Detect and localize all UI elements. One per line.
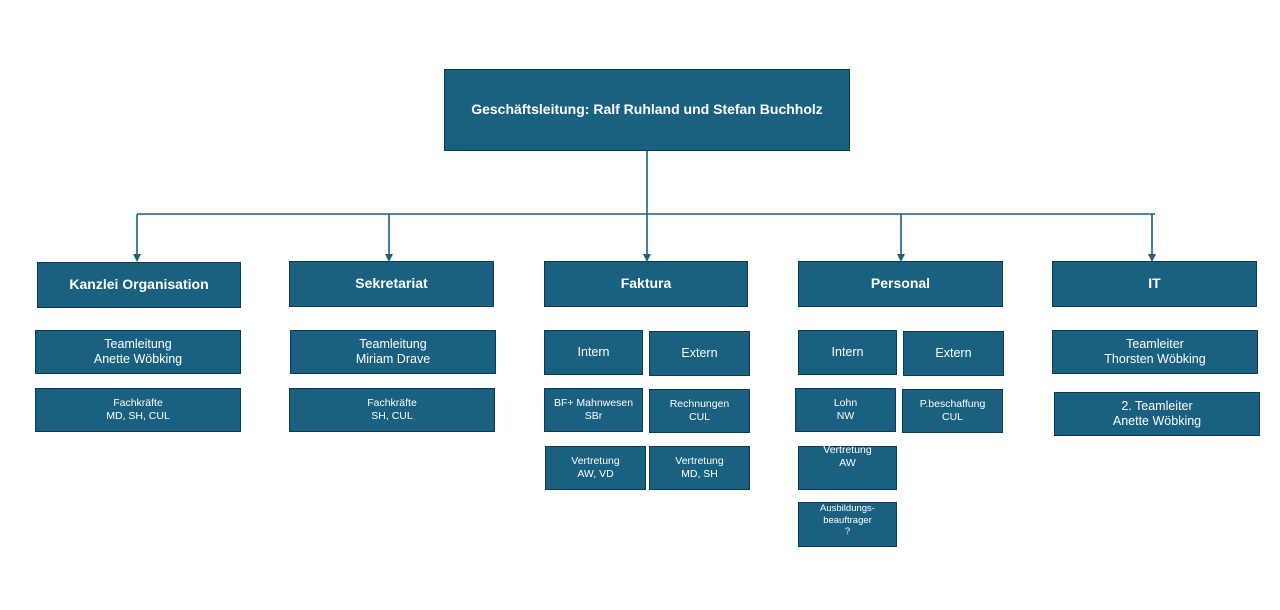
section-label: Intern (831, 344, 864, 359)
management-label: Geschäftsleitung: Ralf Ruhland und Stefa… (471, 101, 823, 118)
staff-initials: AW, VD (577, 468, 614, 480)
section-label: Intern (577, 344, 610, 359)
dept-title: Personal (870, 275, 931, 292)
role-label-cont: beauftrager (823, 514, 872, 526)
dept-title: Sekretariat (355, 275, 428, 292)
person-name: Anette Wöbking (1112, 414, 1202, 428)
role-label: 2. Teamleiter (1121, 398, 1193, 413)
dept-title: IT (1148, 275, 1161, 292)
staff-initials: MD, SH (681, 468, 718, 480)
staff-initials: MD, SH, CUL (106, 410, 170, 422)
staff-initials: SBr (584, 410, 603, 422)
sekretariat-fachkraefte-box: Fachkräfte SH, CUL (289, 388, 495, 432)
role-label: Vertretung (571, 455, 620, 468)
personal-extern-box: Extern (903, 331, 1004, 376)
sekretariat-teamleitung-box: Teamleitung Miriam Drave (290, 330, 496, 374)
role-label: Teamleitung (359, 336, 427, 351)
personal-intern-box: Intern (798, 330, 897, 375)
dept-faktura: Faktura (544, 261, 748, 307)
dept-it: IT (1052, 261, 1257, 307)
dept-title: Faktura (620, 275, 672, 292)
person-name: Anette Wöbking (93, 352, 183, 366)
management-box: Geschäftsleitung: Ralf Ruhland und Stefa… (444, 69, 850, 151)
role-label: Vertretung (823, 444, 872, 456)
role-label: Teamleiter (1126, 336, 1184, 351)
dept-sekretariat: Sekretariat (289, 261, 494, 307)
dept-personal: Personal (798, 261, 1003, 307)
role-label: Fachkräfte (113, 397, 163, 410)
personal-ausbildung-box: Ausbildungs- beauftrager ? (798, 502, 897, 547)
role-label: BF+ Mahnwesen (553, 397, 634, 410)
faktura-extern-box: Extern (649, 331, 750, 376)
person-name: Miriam Drave (355, 352, 431, 366)
personal-vertretung-box: Vertretung AW (798, 444, 897, 490)
dept-kanzlei-organisation: Kanzlei Organisation (37, 262, 241, 308)
role-label: Lohn (833, 397, 858, 410)
staff-initials: NW (836, 410, 855, 422)
role-label: Teamleitung (104, 336, 172, 351)
section-label: Extern (681, 345, 718, 360)
faktura-rechnungen-box: Rechnungen CUL (649, 389, 750, 433)
role-label: P.beschaffung (919, 398, 986, 411)
dept-title: Kanzlei Organisation (69, 276, 209, 293)
staff-initials: CUL (941, 411, 963, 423)
role-label: Vertretung (675, 455, 724, 468)
staff-initials: AW (839, 456, 856, 469)
role-label: Rechnungen (669, 398, 730, 411)
section-label: Extern (935, 345, 972, 360)
kanzlei-teamleitung-box: Teamleitung Anette Wöbking (35, 330, 241, 374)
personal-pbeschaffung-box: P.beschaffung CUL (902, 389, 1003, 433)
staff-initials: ? (844, 526, 851, 538)
role-label: Fachkräfte (367, 397, 417, 410)
personal-lohn-box: Lohn NW (795, 388, 896, 432)
person-name: Thorsten Wöbking (1104, 352, 1206, 366)
faktura-vertretung-intern-box: Vertretung AW, VD (545, 446, 646, 490)
it-teamleiter-box: Teamleiter Thorsten Wöbking (1052, 330, 1258, 374)
faktura-intern-box: Intern (544, 330, 643, 375)
role-label: Ausbildungs- (820, 503, 875, 514)
faktura-mahnwesen-box: BF+ Mahnwesen SBr (544, 388, 643, 432)
it-second-teamleiter-box: 2. Teamleiter Anette Wöbking (1054, 392, 1260, 436)
staff-initials: CUL (688, 411, 710, 423)
kanzlei-fachkraefte-box: Fachkräfte MD, SH, CUL (35, 388, 241, 432)
staff-initials: SH, CUL (371, 410, 413, 422)
faktura-vertretung-extern-box: Vertretung MD, SH (649, 446, 750, 490)
